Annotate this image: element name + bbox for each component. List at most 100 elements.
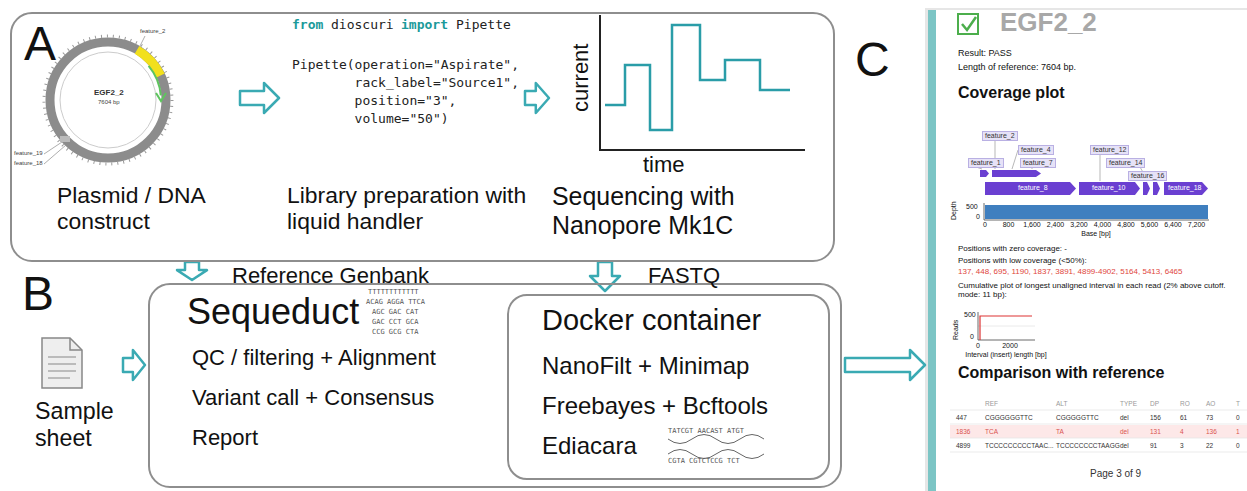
label-text: 3,200 xyxy=(1070,221,1088,229)
label-text: time xyxy=(643,152,685,177)
sample-sheet-icon xyxy=(42,338,82,388)
label-text: rack_label="Source1", xyxy=(292,76,519,91)
label-text: feature_2 xyxy=(140,28,165,35)
label-text: 0 xyxy=(976,213,980,221)
report-page-shape xyxy=(925,8,1247,491)
label-text: 91 xyxy=(1150,442,1157,449)
label-text: 136 xyxy=(1206,428,1217,435)
label-text: CCG GCG CTA xyxy=(372,328,418,336)
dna-helix xyxy=(668,435,764,459)
plasmid-map-shape xyxy=(60,136,70,142)
label-text: 4899 xyxy=(956,442,970,449)
depth-plot xyxy=(984,203,1209,220)
edge-label: Reference Genbank xyxy=(232,263,429,288)
report-page xyxy=(925,8,1247,491)
label-text: REF xyxy=(985,400,998,407)
block-arrow xyxy=(240,83,279,113)
label-text: Comparison with reference xyxy=(958,364,1164,382)
label-text: CGGGGGGTTC xyxy=(985,414,1033,421)
label-text: 0 xyxy=(1236,442,1240,449)
feature-map-shape xyxy=(992,170,1041,177)
dna-helix-shape xyxy=(668,435,764,444)
label-text: TTTTTTTTTTTT xyxy=(368,288,419,296)
label-text: 4,800 xyxy=(1117,221,1135,229)
report-page-shape xyxy=(962,17,976,30)
label-text: 800 xyxy=(1003,221,1015,229)
label-text: 2,400 xyxy=(1047,221,1065,229)
report-page-shape xyxy=(928,10,1247,491)
label-text: 500 xyxy=(966,203,978,211)
sample-sheet-icon-shape xyxy=(42,338,82,388)
sample-sheet-icon-shape xyxy=(48,357,76,378)
node-text: Variant call + Consensus xyxy=(192,385,434,410)
signal-plot xyxy=(600,15,805,150)
label-text: 447 xyxy=(956,414,967,421)
label-text: CGGGGGTTC xyxy=(1056,414,1099,421)
node-text: Ediacara xyxy=(542,432,637,460)
feature-map xyxy=(976,141,1208,195)
node-text: Library preparation with liquid handler xyxy=(287,182,537,235)
label-text: 131 xyxy=(1150,428,1161,435)
label-text: feature_1 xyxy=(968,158,1004,168)
variant-table-shape xyxy=(950,425,1247,438)
label-text: current xyxy=(568,44,593,112)
block-arrow xyxy=(845,350,925,380)
plasmid-map-shape xyxy=(149,66,161,96)
label-text: 0 xyxy=(970,333,974,341)
label-text: feature_10 xyxy=(1092,184,1125,192)
label-text: feature_14 xyxy=(1106,158,1145,168)
report-page-shape xyxy=(928,10,936,491)
label-text: 61 xyxy=(1180,414,1187,421)
label-text: 1,600 xyxy=(1023,221,1041,229)
label-text: feature_18 xyxy=(1168,184,1201,192)
label-text: 7604 bp xyxy=(98,99,120,106)
variant-table xyxy=(950,410,1247,452)
label-text: del xyxy=(1120,428,1129,435)
label-text: ACAG AGGA TTCA xyxy=(366,298,425,306)
label-text: 4,000 xyxy=(1094,221,1112,229)
label-text: Interval (insert) length [bp] xyxy=(965,351,1046,359)
node-text: Plasmid / DNA construct xyxy=(57,182,247,235)
label-text: ALT xyxy=(1056,400,1067,407)
depth-plot-shape xyxy=(984,203,1209,220)
block-arrow xyxy=(177,262,207,280)
label-text: DP xyxy=(1150,400,1159,407)
interval-plot-shape xyxy=(978,312,1035,340)
container-box: Docker containerNanoFilt + MinimapFreeba… xyxy=(507,294,830,480)
block-arrow xyxy=(123,350,145,380)
label-text: feature_12 xyxy=(1090,145,1129,155)
label-text: from xyxy=(292,18,323,33)
variant-table-shape xyxy=(950,410,1247,452)
label-text: TCCCCCCCCTAAGG xyxy=(1056,442,1120,449)
feature-map-shape xyxy=(1164,182,1208,195)
block-arrow xyxy=(590,262,620,291)
depth-plot-shape xyxy=(985,205,1208,219)
report-page-shape xyxy=(958,14,978,34)
label-text: Pipette(operation="Aspirate", xyxy=(292,58,519,73)
interval-plot xyxy=(978,312,1035,340)
interval-plot-shape xyxy=(978,326,1035,327)
label-text: RO xyxy=(1180,400,1190,407)
plasmid-map-shape xyxy=(50,42,166,158)
plasmid-map-shape xyxy=(137,50,161,76)
label-text: del xyxy=(1120,442,1129,449)
label-text: 6,400 xyxy=(1164,221,1182,229)
label-text: TCA xyxy=(985,428,998,435)
feature-map-shape xyxy=(1079,182,1140,195)
node-text: Sample sheet xyxy=(35,398,120,451)
label-text: TATCGT AACAST ATGT xyxy=(668,427,744,435)
label-text: TYPE xyxy=(1120,400,1137,407)
panel-box: APlasmid / DNA constructLibrary preparat… xyxy=(10,12,835,262)
label-text: 1 xyxy=(1236,428,1240,435)
feature-map-shape xyxy=(1100,155,1101,181)
node-text: Report xyxy=(192,425,258,450)
feature-map-shape xyxy=(980,170,989,177)
label-text: feature_2 xyxy=(982,131,1018,141)
label-text: 73 xyxy=(1206,414,1213,421)
label-text: 137, 448, 695, 1190, 1837, 3891, 4899-49… xyxy=(958,267,1243,276)
label-text: Pipette xyxy=(456,18,511,33)
label-text: Cumulative plot of longest unaligned int… xyxy=(958,281,1238,299)
plasmid-map xyxy=(44,36,172,164)
node-text: Docker container xyxy=(542,304,761,337)
label-text: 5,600 xyxy=(1141,221,1159,229)
